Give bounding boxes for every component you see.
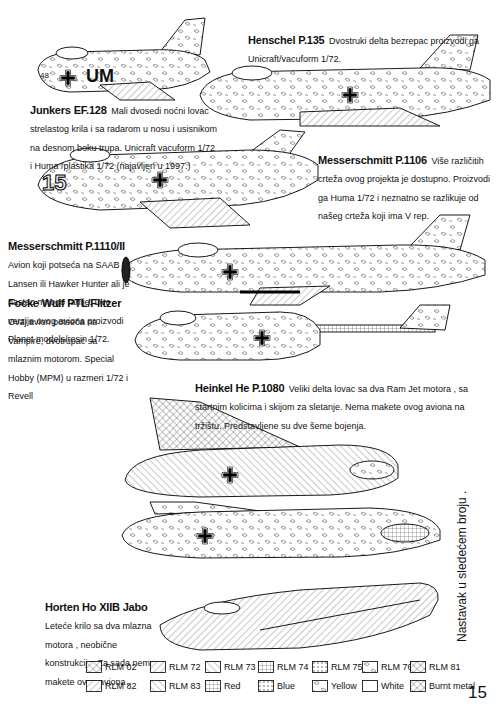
legend-text: RLM 75 [331, 662, 363, 672]
legend-entry: RLM 82 [86, 680, 137, 692]
legend-swatch [86, 680, 102, 692]
legend-swatch [205, 680, 221, 692]
caption: Messerschmitt P.1110/II Avion koji potse… [8, 236, 130, 346]
legend-entry: Yellow [312, 680, 357, 692]
aircraft-name: Junkers EF.128 [30, 104, 107, 116]
caption: Heinkel He P.1080 Veliki delta lovac sa … [195, 378, 485, 433]
legend-text: RLM 83 [169, 681, 201, 691]
caption-text: Leteće krilo sa dva mlazna motora , neob… [45, 621, 155, 686]
legend-text: White [381, 681, 404, 691]
caption: Junkers EF.128 Mali dvosedi noćni lovac … [30, 100, 218, 174]
aircraft-name: Messerschmitt P.1110/II [8, 240, 125, 252]
legend-swatch [312, 661, 328, 673]
legend-text: Red [224, 681, 241, 691]
legend-text: RLM 73 [224, 662, 256, 672]
legend-entry: RLM 83 [150, 680, 201, 692]
caption: Henschel P.135 Dvostruki delta bezrepac … [248, 30, 493, 67]
aircraft-name: Henschel P.135 [248, 34, 325, 46]
legend-entry: White [362, 680, 404, 692]
legend-text: RLM 72 [169, 662, 201, 672]
aircraft-marking: 15 [42, 170, 66, 195]
caption: Focke Wulf PTL/Flitzer Ovaj avion potseć… [8, 293, 130, 403]
legend-text: RLM 74 [277, 662, 309, 672]
legend-swatch [86, 661, 102, 673]
legend-swatch [205, 661, 221, 673]
legend-text: Blue [277, 681, 295, 691]
legend-swatch [312, 680, 328, 692]
legend-entry: Burnt metal [410, 680, 475, 692]
aircraft-name: Focke Wulf PTL/Flitzer [8, 297, 121, 309]
legend-entry: RLM 73 [205, 661, 256, 673]
aircraft-name: Messerschmitt P.1106 [318, 154, 427, 166]
caption-text: Ovaj avion potseća na Vampire, dvotrupac… [8, 317, 128, 401]
legend-entry: RLM 02 [86, 661, 137, 673]
legend-entry: Blue [258, 680, 295, 692]
caption: Messerschmitt P.1106 Više različitih crt… [318, 150, 498, 224]
aircraft-name: Heinkel He P.1080 [195, 382, 284, 394]
legend-entry: RLM 81 [410, 661, 461, 673]
aircraft-name: Horten Ho XIIB Jabo [45, 601, 148, 613]
legend-text: RLM 81 [429, 662, 461, 672]
legend-swatch [150, 661, 166, 673]
legend-text: RLM 76 [381, 662, 413, 672]
legend-text: Burnt metal [429, 681, 475, 691]
legend-entry: RLM 75 [312, 661, 363, 673]
legend-swatch [410, 661, 426, 673]
legend-swatch [258, 661, 274, 673]
legend-swatch [410, 680, 426, 692]
legend-text: RLM 02 [105, 662, 137, 672]
legend-entry: RLM 74 [258, 661, 309, 673]
legend-text: Yellow [331, 681, 357, 691]
caption: Horten Ho XIIB Jabo Leteće krilo sa dva … [45, 597, 160, 689]
legend-text: RLM 82 [105, 681, 137, 691]
legend-entry: RLM 72 [150, 661, 201, 673]
legend-swatch [150, 680, 166, 692]
legend-swatch [362, 680, 378, 692]
aircraft-marking: UM [86, 66, 114, 87]
legend-entry: Red [205, 680, 241, 692]
legend-entry: RLM 76 [362, 661, 413, 673]
continued-note: Nastavak u sledećem broju . [456, 491, 470, 642]
aircraft-marking: 48 [40, 71, 49, 80]
legend-swatch [258, 680, 274, 692]
legend-swatch [362, 661, 378, 673]
